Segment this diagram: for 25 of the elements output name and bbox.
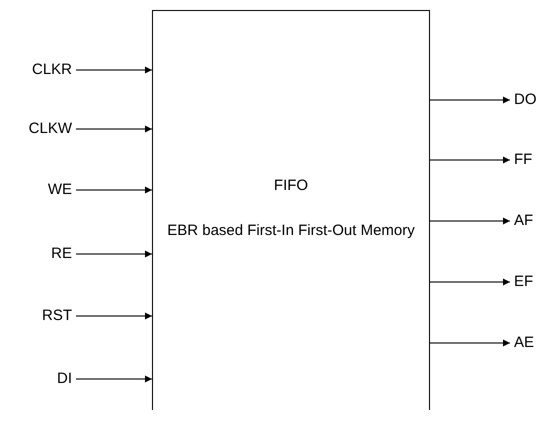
arrow (430, 340, 510, 346)
signal-label: CLKR (10, 61, 72, 79)
signal-label: EF (514, 273, 544, 291)
signal-label: FF (514, 151, 544, 169)
signal-label: RE (10, 245, 72, 263)
arrow (76, 312, 152, 320)
fifo-block (152, 10, 430, 410)
arrow (430, 96, 510, 104)
block-description: EBR based First-In First-Out Memory (166, 221, 416, 241)
arrow (430, 278, 510, 286)
arrow (430, 156, 510, 164)
arrow (76, 66, 152, 74)
arrow (76, 126, 152, 132)
signal-label: WE (10, 181, 72, 199)
block-title: FIFO (272, 176, 310, 196)
arrow (76, 186, 152, 194)
arrow (76, 250, 152, 258)
signal-label: CLKW (10, 120, 72, 138)
arrow (430, 218, 510, 224)
signal-label: AF (514, 212, 544, 230)
signal-label: RST (10, 307, 72, 325)
signal-label: AE (514, 334, 544, 352)
signal-label: DO (514, 91, 544, 109)
arrow (76, 376, 152, 382)
signal-label: DI (10, 370, 72, 388)
